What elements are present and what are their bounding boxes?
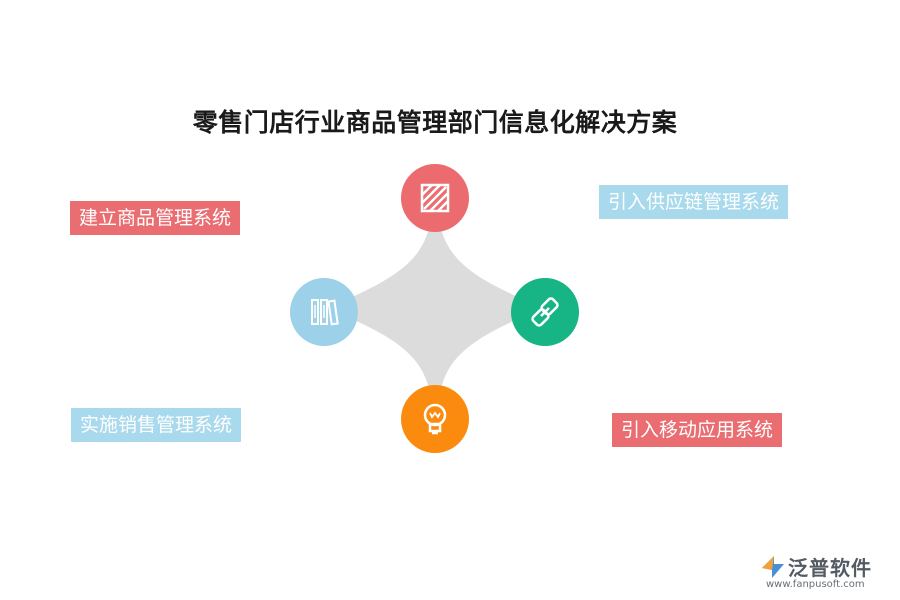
striped-square-icon [420,183,450,213]
fanpu-logo-icon [762,556,784,578]
label-top-left: 建立商品管理系统 [70,201,241,235]
node-bottom [401,385,469,453]
node-right [511,278,579,346]
link-icon [531,297,559,327]
label-bottom-right: 引入移动应用系统 [612,413,783,447]
page-title: 零售门店行业商品管理部门信息化解决方案 [192,108,678,137]
logo-url: www.fanpusoft.com [766,579,865,590]
label-bottom-left: 实施销售管理系统 [71,408,242,442]
brand-logo: 泛普软件 www.fanpusoft.com [760,552,890,596]
node-top [401,164,469,232]
books-icon [311,299,339,326]
label-top-right: 引入供应链管理系统 [599,185,789,219]
lightbulb-icon [423,403,447,435]
four-point-star-shape [326,190,544,428]
node-left [290,278,358,346]
logo-name: 泛普软件 [788,556,872,580]
